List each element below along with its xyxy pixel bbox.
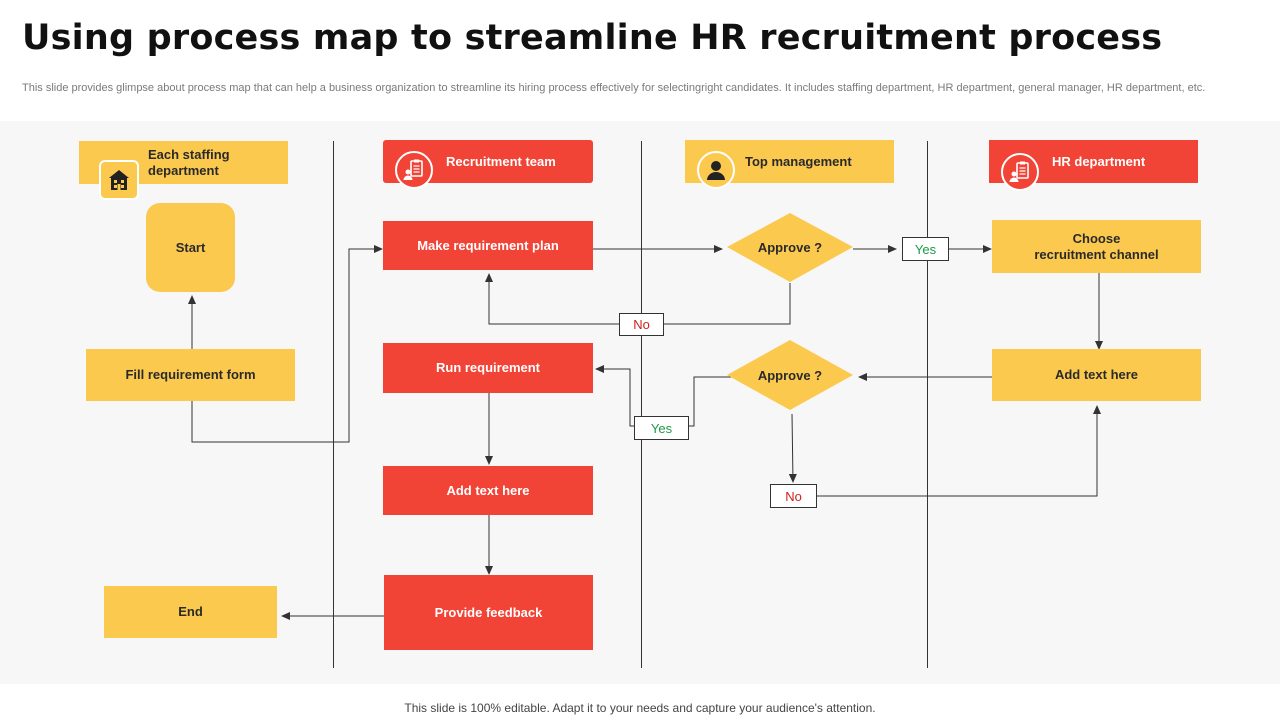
no-label: No: [770, 484, 817, 508]
end-node: End: [104, 586, 277, 638]
user-icon: [697, 151, 735, 189]
lane-header-label: Each staffing: [148, 146, 230, 162]
clipboard-person-icon: [395, 151, 433, 189]
start-node: Start: [146, 203, 235, 292]
lane-divider: [333, 141, 334, 668]
footer-note: This slide is 100% editable. Adapt it to…: [404, 701, 876, 715]
yes-label: Yes: [902, 237, 949, 261]
building-icon: [99, 160, 139, 200]
add-text-node: Add text here: [383, 466, 593, 515]
choose-recruitment-channel-node: Choose recruitment channel: [992, 220, 1201, 273]
lane-header-staffing: Each staffing department: [79, 141, 288, 184]
decision-approve-1-label: Approve ?: [757, 240, 823, 255]
lane-header-label: Recruitment team: [446, 154, 556, 169]
lane-divider: [927, 141, 928, 668]
no-label: No: [619, 313, 664, 336]
make-requirement-plan-node: Make requirement plan: [383, 221, 593, 270]
node-label: recruitment channel: [1034, 246, 1159, 262]
decision-approve-2-label: Approve ?: [757, 367, 823, 383]
yes-label: Yes: [634, 416, 689, 440]
lane-header-label: department: [148, 162, 219, 178]
page-subtitle: This slide provides glimpse about proces…: [22, 82, 1206, 94]
provide-feedback-node: Provide feedback: [384, 575, 593, 650]
fill-requirement-form-node: Fill requirement form: [86, 349, 295, 401]
node-label: Choose: [1072, 230, 1121, 246]
lane-divider: [641, 141, 642, 668]
run-requirement-node: Run requirement: [383, 343, 593, 393]
lane-header-label: HR department: [1052, 154, 1146, 169]
clipboard-person-icon: [1001, 153, 1039, 191]
lane-header-label: Top management: [745, 154, 852, 169]
page-title: Using process map to streamline HR recru…: [22, 18, 1163, 58]
add-text-hr-node: Add text here: [992, 349, 1201, 401]
